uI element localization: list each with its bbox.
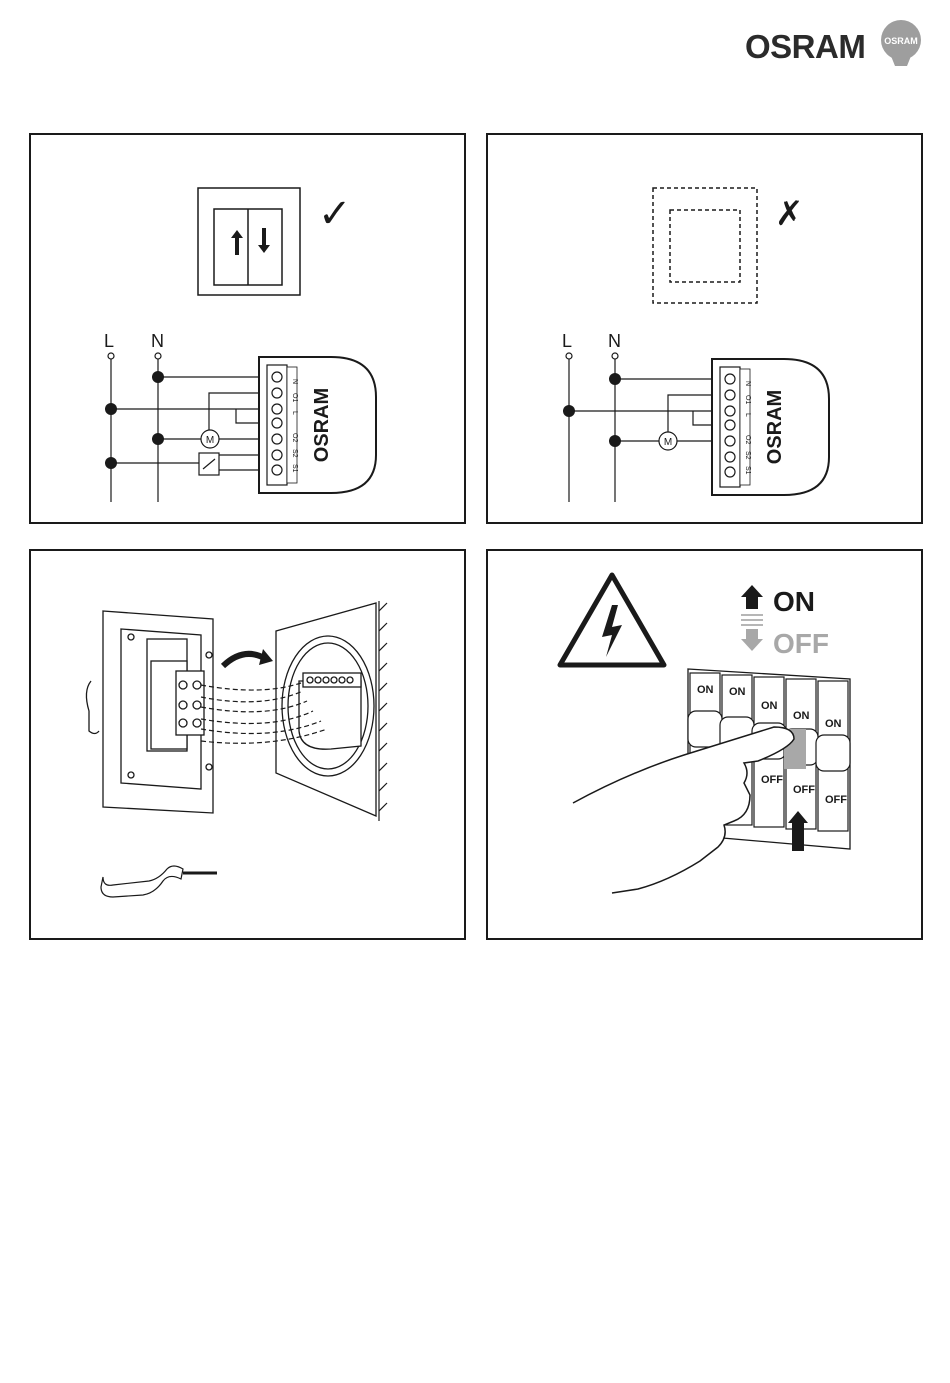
svg-text:S1: S1 (744, 466, 751, 475)
arrow-down-icon (741, 629, 763, 651)
switch-insert (86, 611, 213, 813)
svg-text:OFF: OFF (793, 784, 815, 796)
logo-badge-text: OSRAM (884, 36, 918, 46)
motor-label: M (206, 435, 214, 446)
on-label: ON (773, 586, 815, 617)
panel-incorrect-wiring: ✗ L N M (486, 133, 923, 524)
svg-text:ON: ON (761, 700, 778, 712)
svg-text:S2: S2 (291, 449, 298, 458)
module-brand: OSRAM (764, 390, 786, 464)
svg-text:L: L (291, 411, 298, 415)
rotate-arrow-icon (259, 649, 273, 665)
svg-text:N: N (291, 379, 298, 384)
osram-module: N O1 L O2 S2 S1 OSRAM (712, 359, 829, 495)
svg-text:L: L (744, 413, 751, 417)
svg-text:ON: ON (825, 718, 842, 730)
neutral-label: N (608, 331, 621, 351)
svg-text:O1: O1 (291, 393, 298, 402)
svg-text:ON: ON (697, 684, 714, 696)
osram-module: N O1 L O2 S2 S1 OSRAM (259, 357, 376, 493)
svg-text:S1: S1 (291, 464, 298, 473)
wire-strip-icon (101, 866, 217, 897)
svg-text:OFF: OFF (825, 794, 847, 806)
warning-high-voltage-icon (560, 575, 664, 665)
svg-text:ON: ON (793, 710, 810, 722)
wall-switch (198, 188, 300, 295)
svg-text:O2: O2 (291, 433, 298, 442)
osram-logo: OSRAM OSRAM (745, 14, 925, 72)
module-brand: OSRAM (311, 388, 333, 462)
checkmark-icon: ✓ (318, 192, 352, 236)
lightbulb-icon: OSRAM (745, 14, 925, 72)
wall-box (276, 603, 376, 816)
svg-text:ON: ON (729, 686, 746, 698)
svg-text:OFF: OFF (761, 774, 783, 786)
panel-correct-wiring: ✓ L N M (29, 133, 466, 524)
line-label: L (562, 331, 572, 351)
cross-icon: ✗ (775, 195, 804, 233)
motor-label: M (664, 437, 672, 448)
neutral-label: N (151, 331, 164, 351)
off-label: OFF (773, 628, 829, 659)
missing-switch (653, 188, 757, 303)
svg-text:N: N (744, 381, 751, 386)
svg-text:O1: O1 (744, 395, 751, 404)
svg-text:S2: S2 (744, 451, 751, 460)
line-label: L (104, 331, 114, 351)
svg-text:O2: O2 (744, 435, 751, 444)
arrow-up-icon (741, 585, 763, 609)
panel-installation (29, 549, 466, 940)
